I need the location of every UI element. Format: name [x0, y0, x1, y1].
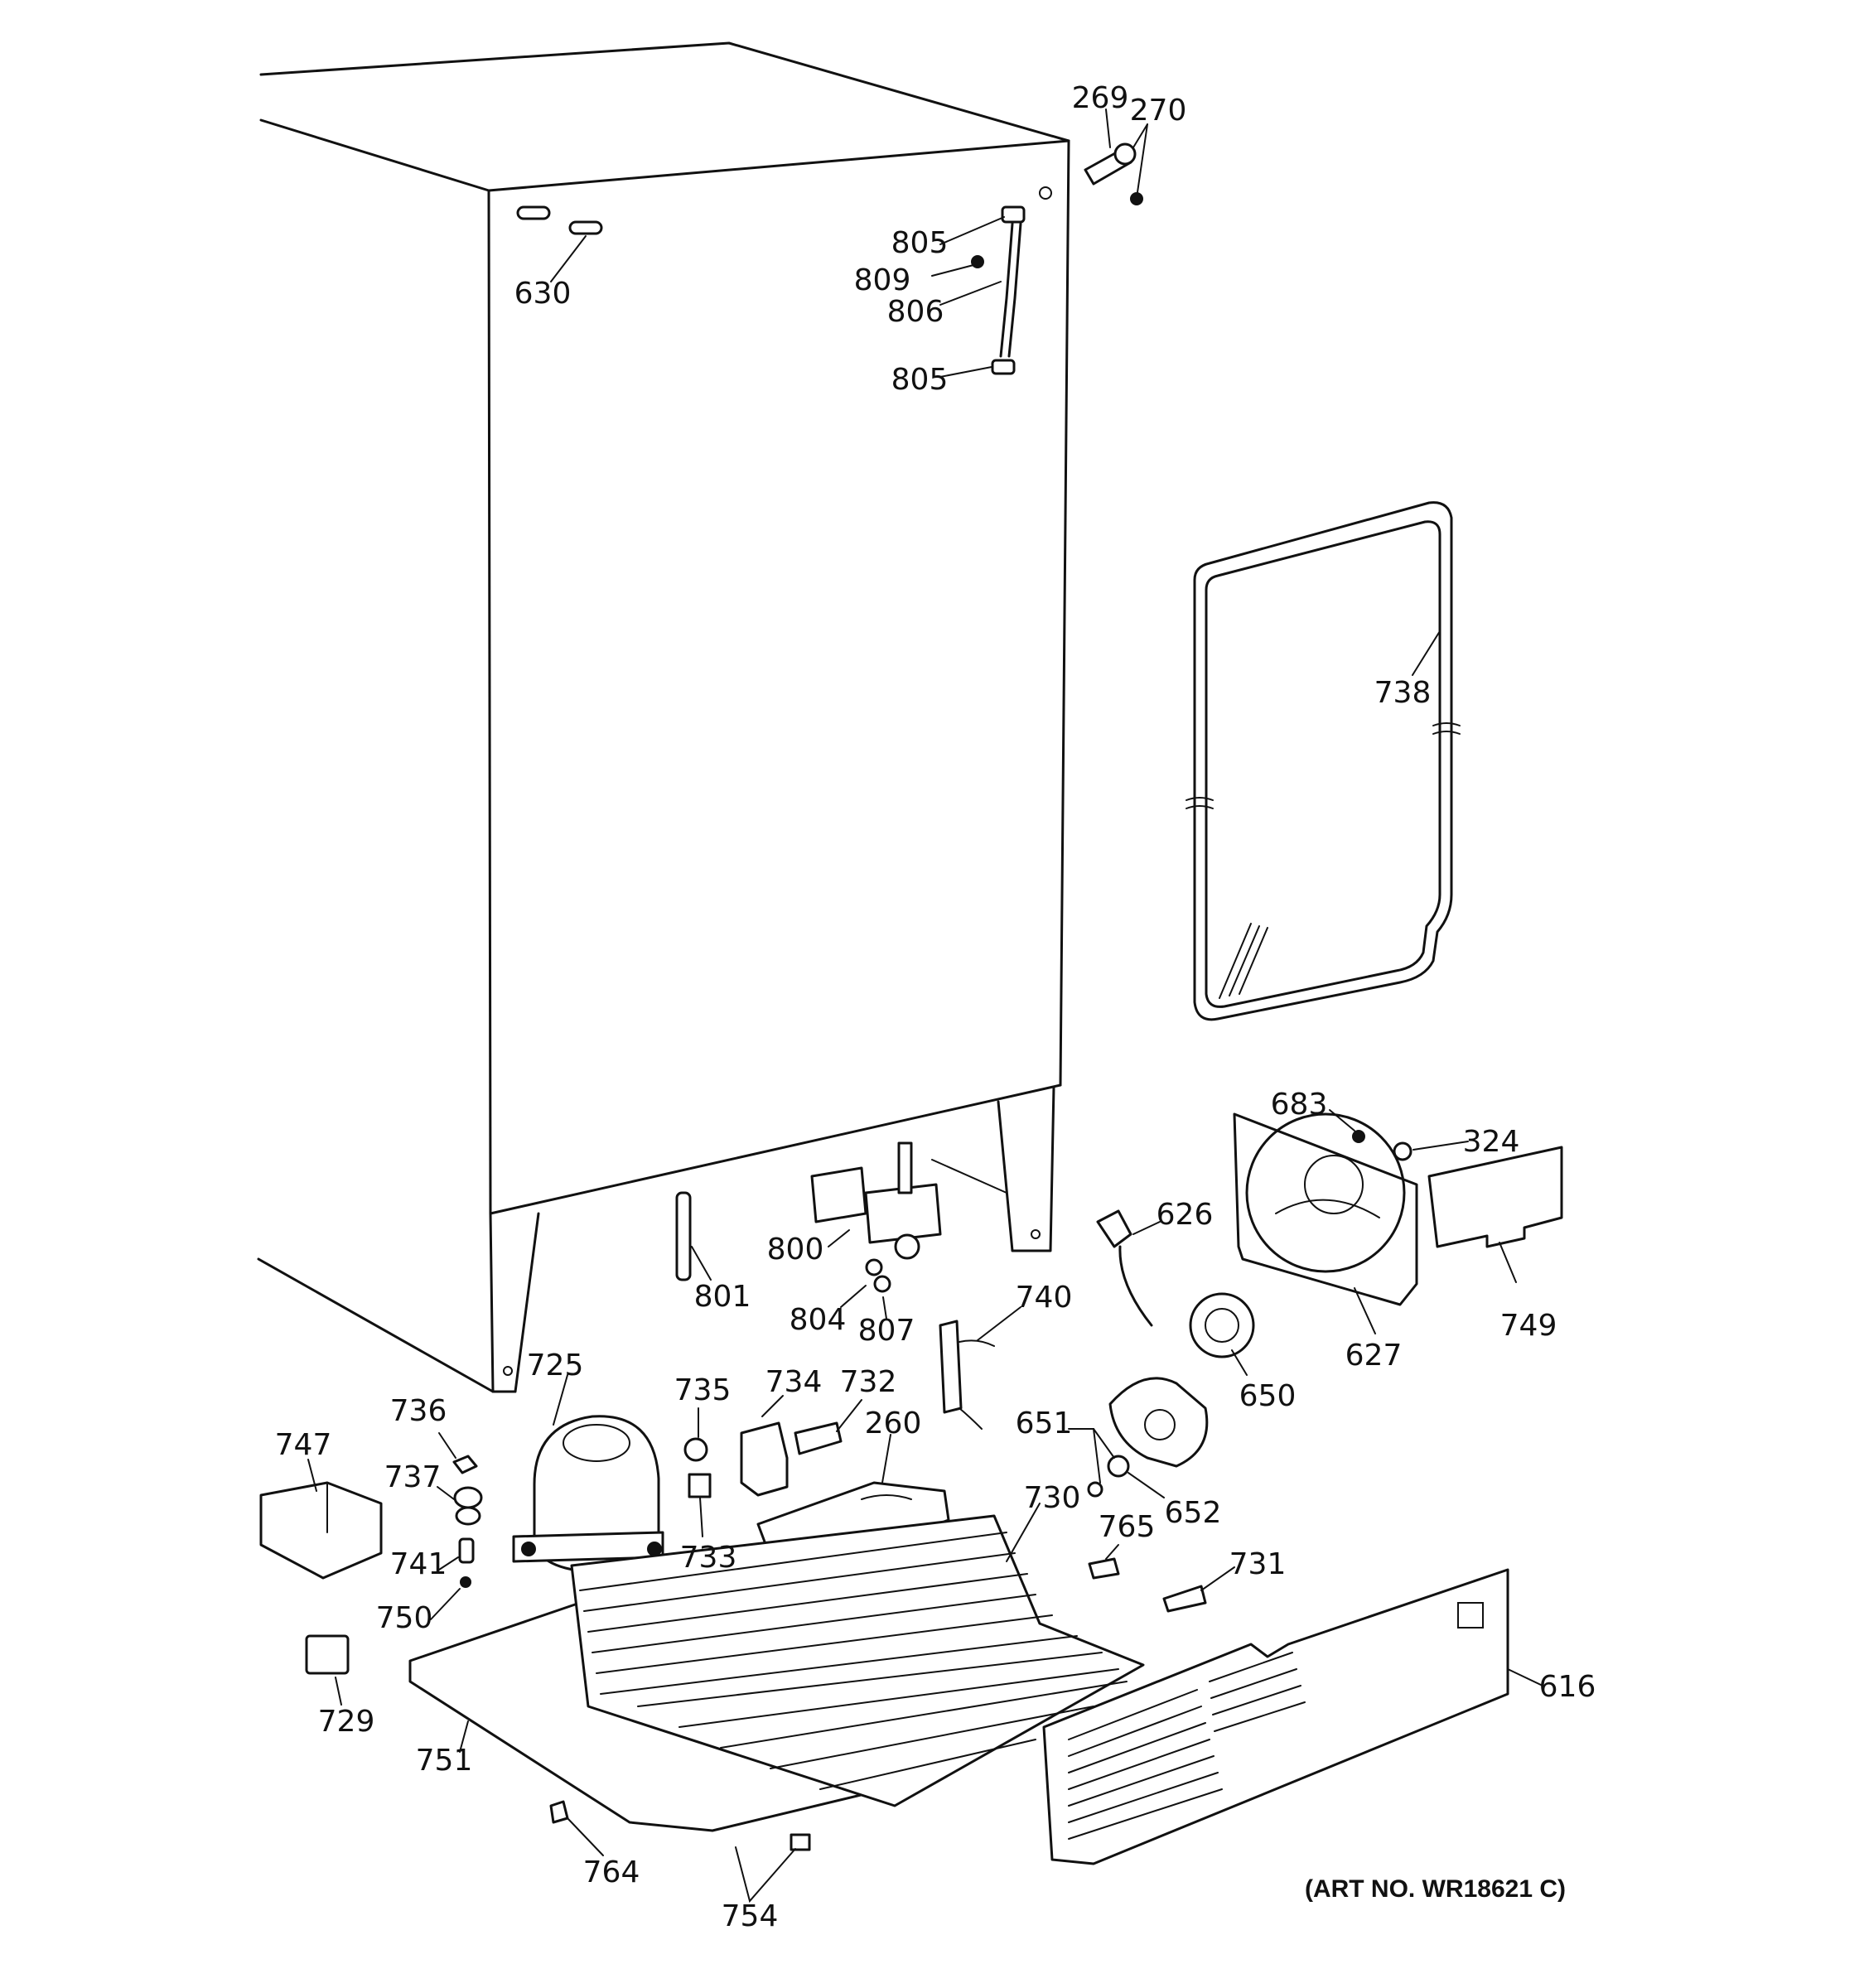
- part-765-731-clips: [1088, 1544, 1235, 1613]
- part-738-heater-loop: [1186, 501, 1461, 1021]
- label-805-top: 805: [891, 226, 949, 260]
- label-260: 260: [865, 1407, 922, 1440]
- art-number: (ART NO. WR18621 C): [1305, 1875, 1566, 1903]
- label-764: 764: [583, 1855, 640, 1889]
- part-740-harness: [939, 1306, 1021, 1430]
- label-809: 809: [854, 263, 911, 297]
- label-807: 807: [858, 1314, 915, 1348]
- part-801-tube: [675, 1191, 712, 1281]
- label-616: 616: [1539, 1670, 1596, 1704]
- label-627: 627: [1345, 1339, 1403, 1373]
- label-652: 652: [1165, 1496, 1222, 1530]
- label-804: 804: [790, 1303, 847, 1337]
- part-651-fan-blade: [1068, 1377, 1209, 1498]
- label-805-bottom: 805: [891, 363, 949, 397]
- callout-labels: 269 270 630 805 809 806 805 738 683 324 …: [275, 81, 1596, 1933]
- label-630: 630: [514, 277, 572, 311]
- label-754: 754: [722, 1899, 779, 1933]
- label-806: 806: [887, 295, 944, 329]
- label-729: 729: [318, 1705, 375, 1739]
- part-269-270-fitting: [1084, 109, 1148, 205]
- part-630-plugs: [516, 205, 603, 282]
- part-764-754-clips: [549, 1800, 811, 1904]
- part-736-737-741-750: [430, 1432, 483, 1620]
- label-800: 800: [767, 1233, 824, 1267]
- part-616-grille: [1042, 1568, 1543, 1865]
- label-324: 324: [1463, 1125, 1520, 1159]
- label-683: 683: [1271, 1088, 1328, 1122]
- part-747-bracket: [259, 1459, 383, 1580]
- label-725: 725: [527, 1349, 584, 1382]
- label-747: 747: [275, 1428, 332, 1462]
- label-626: 626: [1157, 1198, 1214, 1232]
- label-730: 730: [1024, 1481, 1081, 1515]
- label-750: 750: [376, 1601, 433, 1635]
- label-269: 269: [1072, 81, 1129, 115]
- part-627-fan-shroud: [1233, 1112, 1418, 1334]
- label-733: 733: [680, 1541, 737, 1575]
- part-800-water-valve: [810, 1141, 1007, 1320]
- label-734: 734: [765, 1365, 823, 1399]
- part-729-relay: [305, 1634, 350, 1706]
- refrigerator-cabinet: [257, 41, 1070, 1393]
- label-751: 751: [416, 1744, 473, 1778]
- label-801: 801: [694, 1280, 751, 1314]
- label-270: 270: [1130, 94, 1187, 128]
- part-626-power-cord: [1096, 1209, 1161, 1327]
- part-650-fan-motor: [1189, 1292, 1255, 1376]
- part-806-water-tube: [931, 205, 1026, 378]
- label-765: 765: [1099, 1510, 1156, 1544]
- part-735-733-734-732: [683, 1395, 862, 1537]
- part-751-base-and-730-condenser: [408, 1503, 1145, 1832]
- label-651: 651: [1016, 1407, 1073, 1440]
- label-732: 732: [840, 1365, 897, 1399]
- label-735: 735: [674, 1373, 732, 1407]
- label-740: 740: [1016, 1281, 1073, 1315]
- label-737: 737: [384, 1460, 442, 1494]
- part-749-cover: [1427, 1146, 1563, 1283]
- label-736: 736: [390, 1394, 447, 1428]
- label-738: 738: [1374, 676, 1432, 710]
- part-725-compressor: [512, 1374, 664, 1583]
- label-749: 749: [1500, 1309, 1557, 1343]
- label-741: 741: [390, 1547, 447, 1581]
- label-731: 731: [1229, 1547, 1287, 1581]
- label-650: 650: [1239, 1379, 1297, 1413]
